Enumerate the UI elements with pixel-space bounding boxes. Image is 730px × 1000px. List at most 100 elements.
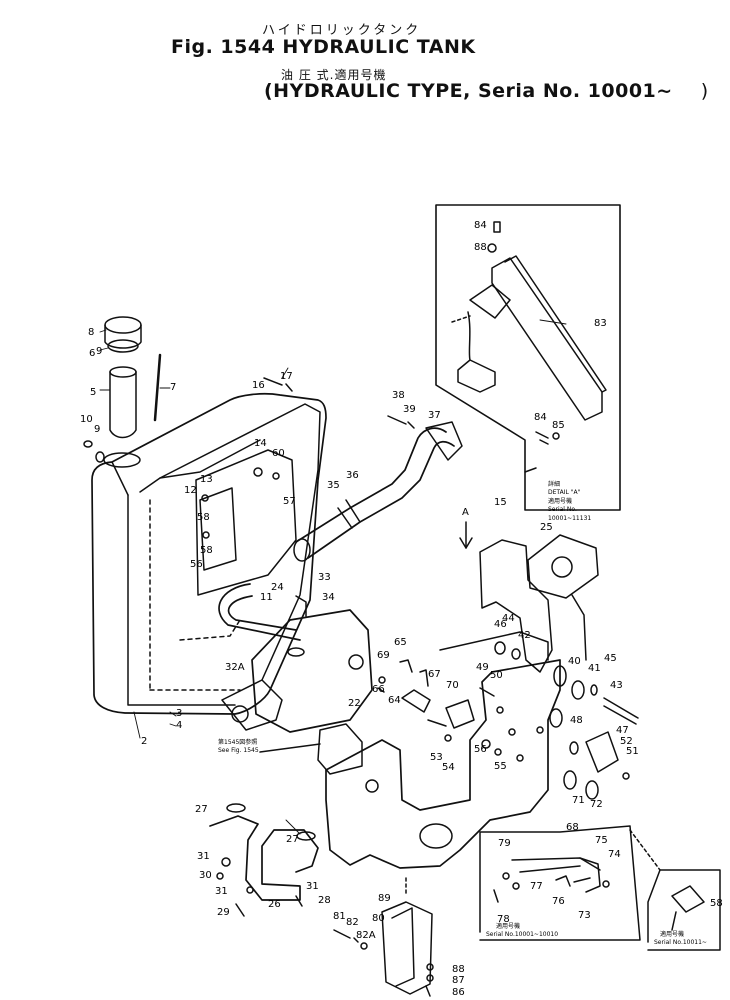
valve-25 <box>479 534 599 673</box>
tank-hidden-line <box>179 619 241 641</box>
gasket-plate <box>199 487 237 571</box>
callout-label: 10 <box>80 414 93 425</box>
callout-label: 32A <box>225 662 245 673</box>
callout-label: 65 <box>394 637 407 648</box>
nut-55 <box>494 748 502 756</box>
pump-flange-32a <box>221 679 283 731</box>
bracket-80 <box>333 877 434 997</box>
detail-a-jp: 詳細 <box>548 480 560 488</box>
callout-label: 39 <box>403 404 416 415</box>
filter-assembly <box>83 316 162 468</box>
bolt-58 <box>202 531 210 539</box>
applicability-close-paren: ) <box>700 80 709 102</box>
callout-label: 89 <box>378 893 391 904</box>
figure-title: Fig. 1544 HYDRAULIC TANK <box>171 36 476 58</box>
callout-label: 16 <box>252 380 265 391</box>
callout-label: 9 <box>96 346 102 357</box>
callout-label: 2 <box>141 736 147 747</box>
washer-31-lower <box>246 886 254 894</box>
bolt-53 <box>427 719 447 727</box>
pin-58-shaft <box>671 911 677 931</box>
callout-label: 36 <box>346 470 359 481</box>
callout-label: 31 <box>306 881 319 892</box>
variant-box-b <box>629 829 721 951</box>
o-ring-48 <box>549 708 563 728</box>
pump-flange-hole <box>231 705 249 723</box>
callout-label: 77 <box>530 881 543 892</box>
callout-label: 45 <box>604 653 617 664</box>
bolt-28 <box>295 895 303 907</box>
callout-label: 58 <box>197 512 210 523</box>
applicability-text: (HYDRAULIC TYPE, Seria No. 10001~ <box>264 80 673 102</box>
callout-label: 17 <box>280 371 293 382</box>
bolt-78 <box>493 889 499 903</box>
callout-label: 84 <box>534 412 547 423</box>
plug-14 <box>253 467 263 477</box>
pin-58 <box>671 885 705 913</box>
callout-label: 33 <box>318 572 331 583</box>
callout-label: 44 <box>502 613 515 624</box>
elbow-37 <box>425 421 463 461</box>
washer-88 <box>487 243 497 253</box>
bracket-foot <box>457 359 496 393</box>
callout-label: 85 <box>552 420 565 431</box>
callout-label: 73 <box>578 910 591 921</box>
filter-element-top <box>109 366 137 378</box>
japanese-title: ハイドロリックタンク <box>262 23 422 38</box>
o-ring-71 <box>563 770 577 790</box>
lever-64 <box>401 689 431 713</box>
callout-label: 81 <box>333 911 346 922</box>
filter-cap-8 <box>104 316 142 334</box>
callout-label: 48 <box>570 715 583 726</box>
suction-pipe-24 <box>218 583 307 641</box>
callout-label: 27 <box>286 834 299 845</box>
bolt-60 <box>272 472 280 480</box>
pin-66 <box>377 687 385 693</box>
callout-label: 68 <box>566 822 579 833</box>
callout-label: 79 <box>498 838 511 849</box>
callout-label: 35 <box>327 480 340 491</box>
callout-label: 72 <box>590 799 603 810</box>
callout-label: 26 <box>268 899 281 910</box>
callout-label: 70 <box>446 680 459 691</box>
see-fig-label: See Fig. 1545 <box>218 747 259 754</box>
leader-detail-to-bracket <box>524 467 537 473</box>
pin-79 <box>502 872 510 880</box>
frame-top-edge <box>439 631 549 661</box>
callout-label: 71 <box>572 795 585 806</box>
bracket-plate <box>469 284 511 319</box>
callout-label: 87 <box>452 975 465 986</box>
hidden-line <box>451 315 471 323</box>
drain-pipe-26 <box>209 803 319 917</box>
callout-label: 5 <box>90 387 96 398</box>
callout-label: 86 <box>452 987 465 998</box>
bolt-84-lower <box>535 431 549 445</box>
bolt-29 <box>235 903 245 917</box>
callout-label: 53 <box>430 752 443 763</box>
callout-label: 31 <box>197 851 210 862</box>
callout-label: 27 <box>195 804 208 815</box>
fitting-41 <box>571 680 585 700</box>
callout-label: 31 <box>215 886 228 897</box>
callout-label: 60 <box>272 448 285 459</box>
view-arrow-a <box>459 521 473 549</box>
callout-label: 55 <box>494 761 507 772</box>
nut-54 <box>444 734 452 742</box>
washer-51 <box>622 772 630 780</box>
serial-top-label: Serial No. <box>548 506 577 513</box>
bolt-81-82 <box>333 929 359 943</box>
bolt-43 <box>603 697 639 725</box>
clip-73 <box>573 877 591 883</box>
washer-10 <box>83 440 93 448</box>
frame-bore <box>419 823 453 849</box>
callout-label: 82 <box>346 917 359 928</box>
washer-45 <box>590 684 598 696</box>
callout-label: 34 <box>322 592 335 603</box>
callout-label: A <box>462 507 469 518</box>
bolt-16-17 <box>263 377 293 392</box>
pump-o-ring <box>287 647 305 657</box>
japanese-applicability: 油 圧 式.適用号機 <box>281 68 387 82</box>
callout-label: 88 <box>452 964 465 975</box>
